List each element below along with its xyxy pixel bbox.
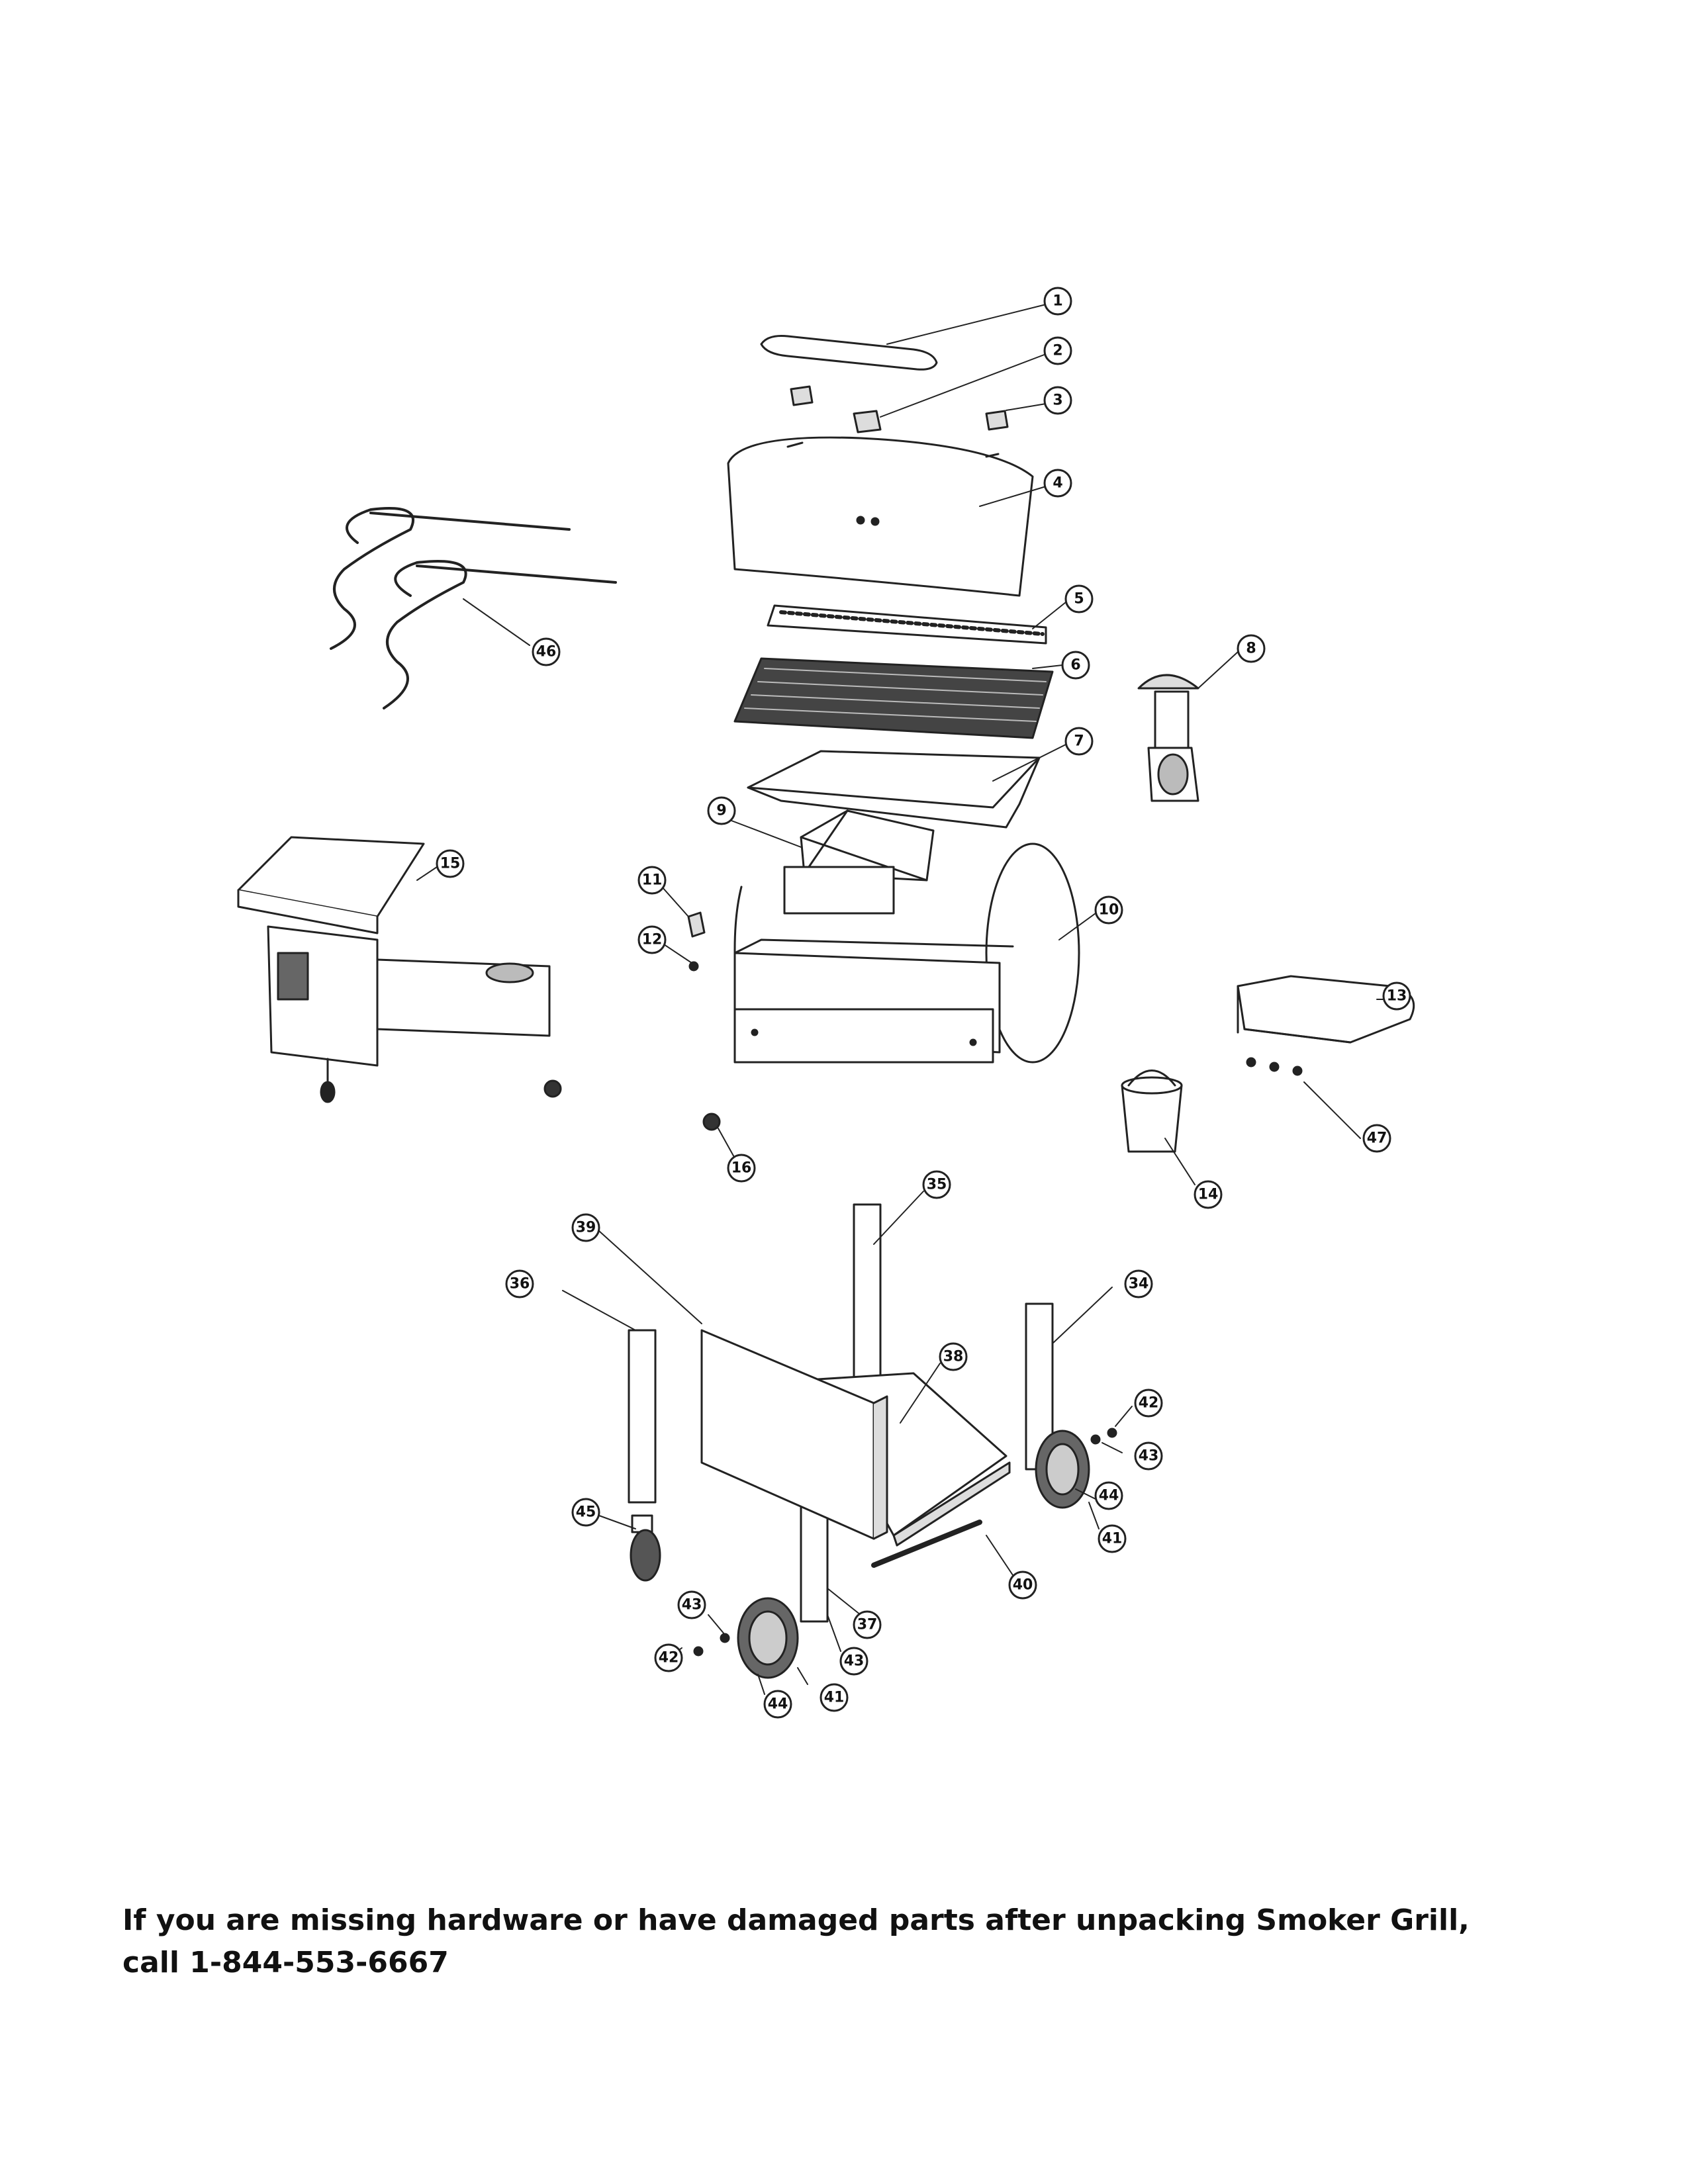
callout-11 [637,866,667,895]
callout-43b-text: 43 [844,1653,865,1670]
part-caster [630,1514,661,1582]
callout-36 [505,1269,534,1298]
callout-2-text: 2 [1053,343,1062,359]
callout-43c [1134,1441,1163,1471]
callout-47 [1362,1124,1391,1153]
callout-13 [1382,981,1411,1011]
part-bracket-screw [687,911,706,972]
part-hopper [237,836,551,1103]
callout-37-text: 37 [857,1617,878,1633]
callout-40 [1008,1570,1037,1600]
part-knobs [543,1079,721,1131]
callout-9-text: 9 [716,803,726,819]
callout-15 [436,849,465,878]
callout-5 [1064,584,1094,614]
part-cooking-grate [733,657,1054,739]
part-warming-rack [767,604,1047,645]
part-washers-nuts [693,1428,1117,1657]
callout-12 [637,925,667,954]
callout-6 [1061,651,1090,680]
callout-46-text: 46 [536,644,557,660]
callout-35 [922,1170,951,1199]
part-wheels [737,1430,1090,1679]
callout-42a [654,1643,683,1672]
callout-44a [763,1690,792,1719]
callout-37 [853,1610,882,1639]
callout-42b [1134,1388,1163,1418]
callout-5-text: 5 [1074,591,1084,608]
callout-4-text: 4 [1053,475,1062,492]
part-chimney [1137,674,1199,802]
callout-44b [1094,1481,1123,1510]
callout-34 [1124,1269,1153,1298]
support-phone-line: call 1-844-553-6667 [122,1946,449,1979]
callout-41b [1098,1524,1127,1553]
callout-41a [820,1683,849,1712]
callout-41b-text: 41 [1102,1531,1123,1547]
callout-7-text: 7 [1074,733,1084,750]
callout-12-text: 12 [642,932,663,948]
callout-11-text: 11 [642,872,663,889]
callout-6-text: 6 [1070,657,1080,674]
callout-46 [532,637,561,666]
callout-44a-text: 44 [768,1696,788,1713]
callout-36-text: 36 [510,1276,530,1293]
callout-16 [727,1154,756,1183]
callout-45 [571,1498,600,1527]
part-heat-baffle [783,809,935,915]
callout-34-text: 34 [1129,1276,1149,1293]
callout-43a-text: 43 [682,1597,702,1614]
callout-41a-text: 41 [824,1690,845,1706]
callout-13-text: 13 [1387,988,1407,1005]
part-axle [871,1520,982,1568]
callout-44b-text: 44 [1099,1488,1119,1504]
callout-10 [1094,895,1123,925]
callout-43a [677,1590,706,1619]
leader-lines [416,304,1384,1695]
callout-47-text: 47 [1367,1130,1387,1147]
part-grease-bucket [1121,1069,1183,1153]
callout-2 [1043,336,1072,365]
callout-3 [1043,386,1072,415]
callout-40-text: 40 [1013,1577,1033,1594]
callout-14-text: 14 [1198,1187,1219,1203]
support-notice: If you are missing hardware or have dama… [122,1899,1612,1984]
part-handle [760,335,938,371]
callout-39-text: 39 [576,1220,596,1236]
callout-labels [436,287,1411,1719]
callout-10-text: 10 [1099,902,1119,919]
part-meat-probes [330,507,617,709]
callout-15-text: 15 [440,856,461,872]
callout-9 [707,796,736,825]
callout-45-text: 45 [576,1504,596,1521]
callout-3-text: 3 [1053,392,1062,409]
callout-7 [1064,727,1094,756]
part-barrel-body [733,842,1080,1064]
part-handle-mounts [790,385,1009,433]
part-drip-tray [747,750,1041,829]
callout-38 [939,1342,968,1371]
callout-4 [1043,469,1072,498]
callout-8 [1237,634,1266,663]
callout-1-text: 1 [1053,293,1062,310]
support-notice-line-1: If you are missing hardware or have dama… [122,1903,1470,1937]
callout-8-text: 8 [1246,641,1256,657]
part-lid [727,436,1034,597]
callout-38-text: 38 [943,1349,964,1365]
callout-14 [1194,1180,1223,1209]
callout-35-text: 35 [927,1177,947,1193]
callout-1 [1043,287,1072,316]
callout-43b [839,1647,868,1676]
callout-39 [571,1213,600,1242]
part-front-panel [700,1329,888,1540]
callout-16-text: 16 [731,1160,752,1177]
callout-42b-text: 42 [1139,1395,1159,1412]
callout-42a-text: 42 [659,1650,679,1666]
callout-43c-text: 43 [1139,1448,1159,1465]
